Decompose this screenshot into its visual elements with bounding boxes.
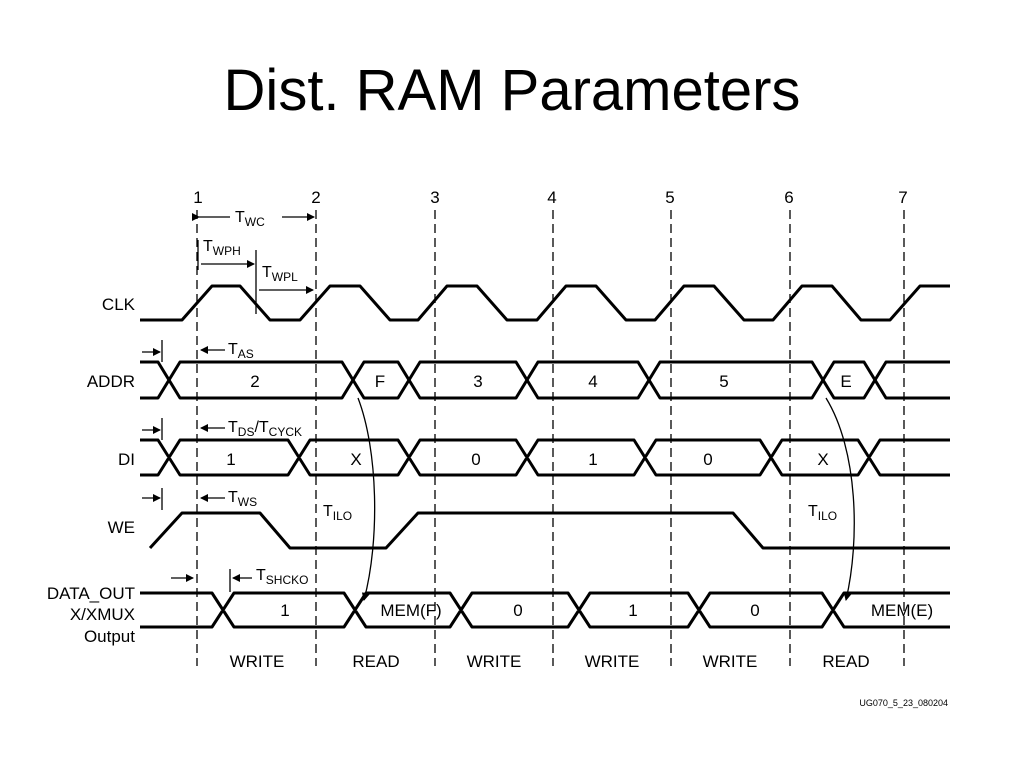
timing-labels: TWC TWPH TWPL TAS TDS/TCYCK TWS TILO TIL… <box>203 209 837 587</box>
data-out-label-line3: Output <box>84 627 135 646</box>
data-out-values: 1 MEM(F) 0 1 0 MEM(E) <box>280 601 933 620</box>
di-value: 1 <box>588 450 597 469</box>
tshcko-label: TSHCKO <box>256 567 308 587</box>
tilo-label-1: TILO <box>323 503 352 523</box>
di-values: 1 X 0 1 0 X <box>226 450 828 469</box>
clk-waveform <box>140 284 950 322</box>
data-out-label-line1: DATA_OUT <box>47 584 135 603</box>
addr-values: 2 F 3 4 5 E <box>250 372 851 391</box>
clk-label: CLK <box>102 295 136 314</box>
data-out-value: MEM(F) <box>380 601 441 620</box>
figure-id: UG070_5_23_080204 <box>859 698 948 708</box>
addr-value: 2 <box>250 372 259 391</box>
tilo-curve-2 <box>825 397 855 601</box>
addr-value: F <box>375 372 385 391</box>
slide-title: Dist. RAM Parameters <box>223 58 801 123</box>
data-out-value: 0 <box>513 601 522 620</box>
addr-waveform <box>140 360 950 400</box>
data-out-value: 0 <box>750 601 759 620</box>
data-out-value: MEM(E) <box>871 601 933 620</box>
edge-number-6: 6 <box>784 188 793 207</box>
edge-number-4: 4 <box>547 188 556 207</box>
clock-edge-numbers: 1 2 3 4 5 6 7 <box>193 188 907 207</box>
timing-annotations <box>142 213 855 601</box>
cycle-label: WRITE <box>585 652 640 671</box>
addr-label: ADDR <box>87 372 135 391</box>
tws-label: TWS <box>228 489 257 509</box>
edge-number-5: 5 <box>665 188 674 207</box>
data-out-value: 1 <box>628 601 637 620</box>
di-value: X <box>817 450 828 469</box>
twpl-label: TWPL <box>262 264 298 284</box>
edge-number-7: 7 <box>898 188 907 207</box>
we-waveform <box>148 511 950 550</box>
cycle-label: WRITE <box>230 652 285 671</box>
twc-label: TWC <box>235 209 265 229</box>
cycle-label: WRITE <box>467 652 522 671</box>
di-value: 0 <box>703 450 712 469</box>
cycle-label: READ <box>352 652 399 671</box>
di-label: DI <box>118 450 135 469</box>
tds-tcyck-label: TDS/TCYCK <box>228 419 302 439</box>
we-label: WE <box>108 518 135 537</box>
data-out-value: 1 <box>280 601 289 620</box>
cycle-labels: WRITE READ WRITE WRITE WRITE READ <box>230 652 870 671</box>
edge-markers <box>196 210 905 666</box>
edge-number-2: 2 <box>311 188 320 207</box>
data-out-waveform <box>140 591 950 629</box>
cycle-label: WRITE <box>703 652 758 671</box>
addr-value: E <box>840 372 851 391</box>
data-out-label-line2: X/XMUX <box>70 605 135 624</box>
di-waveform <box>140 438 950 477</box>
signal-labels: CLK ADDR DI WE DATA_OUT X/XMUX Output <box>47 295 136 646</box>
addr-value: 3 <box>473 372 482 391</box>
twph-label: TWPH <box>203 238 241 258</box>
tilo-label-2: TILO <box>808 503 837 523</box>
addr-value: 5 <box>719 372 728 391</box>
di-value: 1 <box>226 450 235 469</box>
waveforms <box>140 284 950 629</box>
di-value: 0 <box>471 450 480 469</box>
cycle-label: READ <box>822 652 869 671</box>
tas-label: TAS <box>228 341 254 361</box>
di-value: X <box>350 450 361 469</box>
tilo-curve-1 <box>357 397 376 601</box>
edge-number-3: 3 <box>430 188 439 207</box>
edge-number-1: 1 <box>193 188 202 207</box>
addr-value: 4 <box>588 372 597 391</box>
